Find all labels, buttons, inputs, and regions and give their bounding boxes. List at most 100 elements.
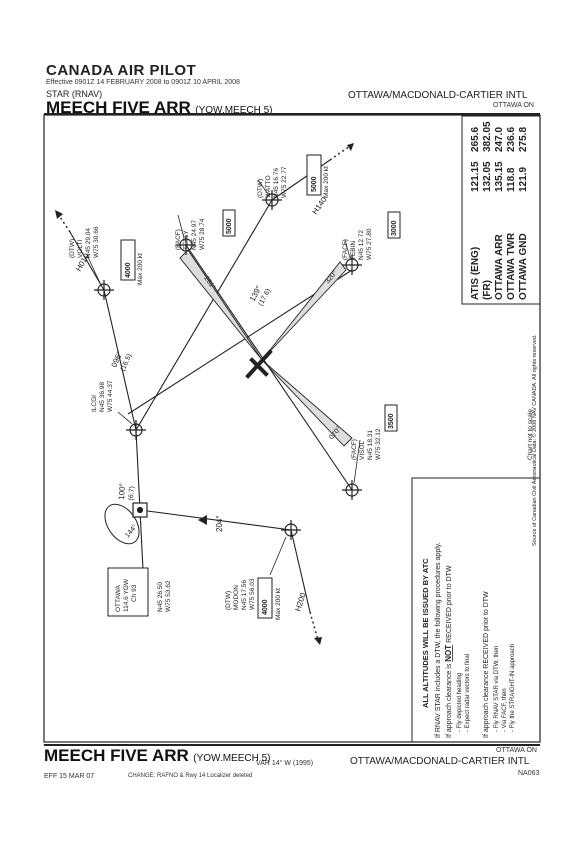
leg-ilcgi-volti	[103, 289, 137, 431]
ygw-chan: Ch 93	[131, 584, 138, 602]
visol-name: VISOL	[359, 440, 366, 460]
note-c1: - Fly RNAV STAR via DTW, then	[494, 646, 500, 732]
leg-label-100: 100°	[117, 483, 127, 500]
footer-title-block: MEECH FIVE ARR (YOW.MEECH 5)	[44, 746, 271, 766]
volti-spd: Max 200 kt	[137, 253, 144, 285]
tebin-name: TEBIN	[350, 241, 357, 260]
ygw-lat: N45 26.50	[157, 582, 164, 612]
waypoint-watto	[262, 190, 282, 210]
waypoint-visol	[342, 480, 362, 500]
footer-change: CHANGE: RAFNO & Rwy 14 Localizer deleted	[128, 773, 253, 779]
note-line2c: RECEIVED prior to DTW	[446, 565, 453, 643]
effective-dates: Effective 0901Z 14 FEBRUARY 2008 to 0901…	[46, 79, 240, 86]
runway-symbol	[245, 349, 273, 379]
visol-alt: 3500	[388, 413, 395, 429]
tefly-lon: W75 28.74	[199, 218, 206, 250]
modon-spd: Max 200 kt	[275, 588, 282, 620]
leg-dist-100: (6.7)	[128, 486, 136, 501]
freq-name-1: (FR)	[482, 280, 493, 300]
freq-name-3: OTTAWA TWR	[506, 232, 517, 300]
footer-airport: OTTAWA/MACDONALD-CARTIER INTL	[350, 756, 530, 767]
freq-name-2: OTTAWA ARR	[494, 233, 505, 300]
waypoint-modon	[281, 520, 301, 540]
watto-name: WATTO	[265, 175, 272, 198]
freq-vhf-3: 118.8	[506, 167, 517, 192]
watto-lon: W75 22.77	[281, 166, 288, 198]
freq-vhf-4: 121.9	[518, 167, 529, 192]
note-line1: If RNAV STAR includes a DTW, the followi…	[435, 542, 442, 738]
chart-title: MEECH FIVE ARR	[46, 98, 191, 117]
modon-type: (DTW)	[225, 591, 232, 610]
note-b1: - Fly depicted heading	[457, 673, 463, 732]
footer-city: OTTAWA ON	[496, 747, 537, 754]
freq-uhf-2: 247.0	[494, 127, 505, 152]
ilcgi-lon: W75 44.37	[107, 380, 114, 412]
arrow-204	[198, 515, 207, 525]
tefly-type: (FACF)	[175, 229, 182, 250]
agency-title: CANADA AIR PILOT	[46, 62, 197, 79]
volti-type: (DTW)	[69, 239, 76, 258]
alt-box-watto	[306, 154, 322, 196]
freq-uhf-1: 382.05	[482, 121, 493, 152]
footer-rule	[44, 744, 540, 746]
frequency-table: ATIS (ENG) 121.15 265.6 (FR) 132.05 382.…	[470, 121, 529, 300]
freq-uhf-3: 236.6	[506, 127, 517, 152]
tebin-lat: N45 12.72	[358, 230, 365, 260]
footer-title: MEECH FIVE ARR	[44, 746, 189, 765]
freq-uhf-0: 265.6	[470, 127, 481, 152]
arrow-h010	[55, 210, 63, 219]
watto-type: (DTW)	[257, 179, 264, 198]
airport-name: OTTAWA/MACDONALD-CARTIER INTL	[348, 90, 528, 101]
chart-title-block: MEECH FIVE ARR (YOW.MEECH 5)	[46, 98, 273, 118]
note-altitudes: ALL ALTITUDES WILL BE ISSUED BY ATC	[421, 558, 430, 708]
ygw-freq: 114.6 YGW	[123, 578, 130, 612]
vor-box-ygw	[107, 567, 149, 617]
alt-box-volti	[120, 239, 136, 281]
approach-wedge-251	[179, 249, 263, 361]
course-204: 204°	[215, 515, 224, 532]
modon-alt: 4000	[262, 599, 269, 615]
procedure-type: STAR (RNAV)	[46, 89, 103, 99]
freq-name-0: ATIS (ENG)	[470, 247, 481, 300]
magnetic-variation: VAR 14° W (1995)	[256, 760, 314, 767]
approach-wedge-070	[261, 359, 353, 447]
modon-name: MODON	[233, 585, 240, 610]
freq-vhf-0: 121.15	[470, 161, 481, 192]
tebin-type: (FACF)	[342, 239, 349, 260]
leg-ygw-ilcgi	[135, 429, 141, 511]
note-line2a: If approach clearance is	[446, 663, 453, 738]
chart-ident: (YOW.MEECH 5)	[195, 105, 273, 116]
waypoint-volti	[94, 280, 114, 300]
note-b2: - Expect radar vectors to final	[465, 654, 471, 732]
ilcgi-name: ILCGI	[91, 395, 98, 412]
watto-spd: Max 200 kt	[323, 166, 330, 198]
visol-lon: W75 32.12	[375, 428, 382, 460]
leg-ygw-modon	[139, 509, 292, 531]
source-note: Source of Canadian Civil Aeronautical Da…	[531, 334, 538, 546]
vor-ygw	[132, 502, 148, 518]
ygw-lon: W75 53.62	[165, 580, 172, 612]
freq-uhf-4: 275.8	[518, 127, 529, 152]
arrow-h200	[314, 637, 322, 645]
alt-box-modon	[257, 577, 273, 619]
modon-lat: N45 17.56	[241, 580, 248, 610]
volti-alt: 4000	[125, 262, 132, 278]
chart-number: NA063	[518, 770, 540, 777]
leg-ilcgi-watto	[135, 199, 273, 431]
tefly-alt: 5000	[226, 218, 233, 234]
notes-box	[411, 477, 541, 743]
tefly-lat: N45 24.97	[191, 220, 198, 250]
note-c3: - Fly the STRAIGHT-IN approach	[510, 644, 516, 732]
visol-type: (FACF)	[351, 439, 358, 460]
heading-h200: H200	[293, 591, 308, 612]
map-frame	[43, 114, 541, 743]
not-to-scale-note: Chart not to scale	[527, 409, 534, 460]
waypoint-ilcgi	[126, 420, 146, 440]
hold-course-144: 144°	[123, 523, 139, 539]
freq-box	[461, 115, 541, 305]
freq-vhf-2: 135.15	[494, 161, 505, 192]
watto-alt: 5000	[311, 176, 318, 192]
modon-lon: W75 56.03	[249, 578, 256, 610]
tefly-name: TEFLY	[183, 230, 190, 250]
